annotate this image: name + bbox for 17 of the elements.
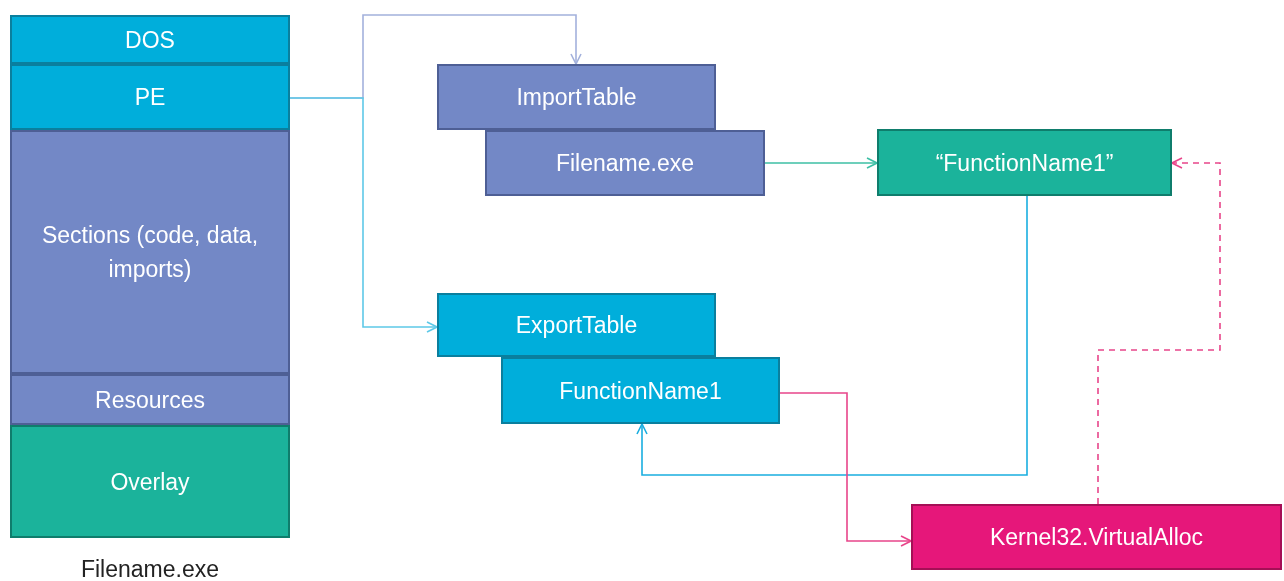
arrow [779,392,912,547]
section-box: Kernel32.VirtualAlloc [911,504,1282,570]
arrow [764,157,878,169]
section-box: ExportTable [437,293,716,357]
file-caption: Filename.exe [79,555,221,581]
arrow [636,195,1028,476]
section-box: FunctionName1 [501,357,780,424]
arrow [289,97,438,333]
section-box: DOS [10,15,290,64]
section-box: Sections (code, data, imports) [10,130,290,374]
section-box: ImportTable [437,64,716,130]
section-box: Overlay [10,425,290,538]
dashed-arrow [1097,157,1221,505]
section-box: Resources [10,374,290,425]
section-box: “FunctionName1” [877,129,1172,196]
section-box: PE [10,64,290,130]
section-box: Filename.exe [485,130,765,196]
